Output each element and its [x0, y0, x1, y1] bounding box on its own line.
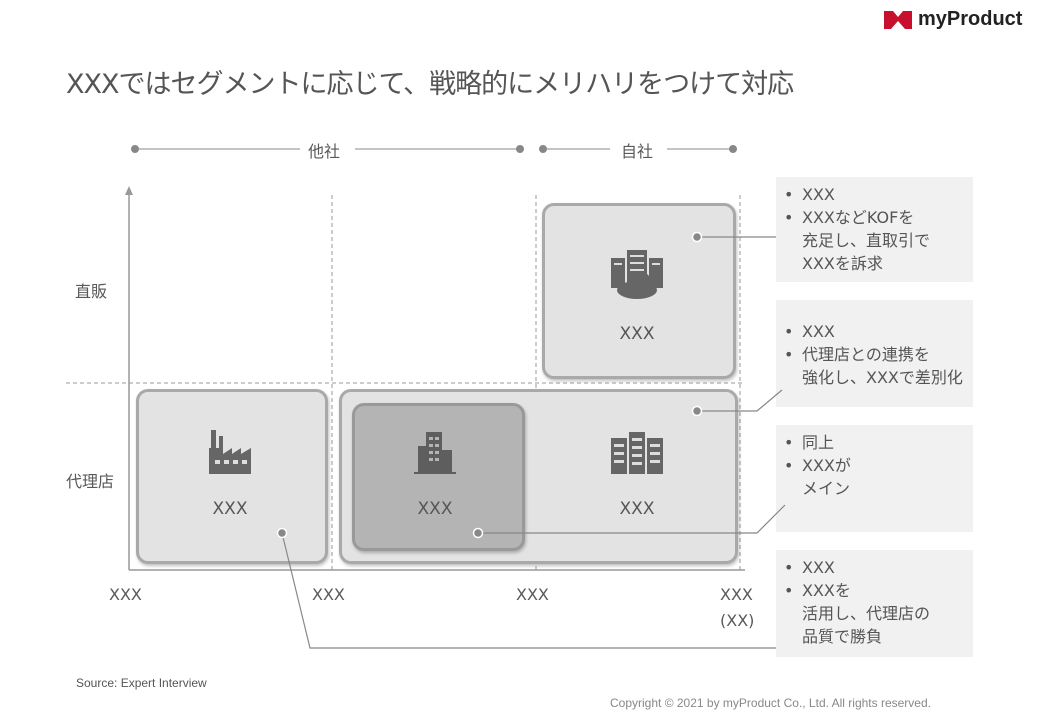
panel-text: XXXなどKOFを	[802, 208, 915, 227]
panel-line: XXXを訴求	[784, 252, 973, 275]
segment-box-agency-others	[136, 389, 328, 564]
panel-line: 活用し、代理店の	[784, 602, 973, 625]
panel-text: XXXを訴求	[802, 254, 883, 273]
bracket-label-own: 自社	[621, 142, 654, 161]
panel-line: • XXXを	[784, 579, 973, 602]
logo-text: myProduct	[918, 8, 1023, 30]
bullet: •	[784, 581, 794, 600]
source-note: Source: Expert Interview	[76, 676, 207, 690]
factory-icon	[209, 430, 251, 474]
panel-line: • XXX	[784, 320, 973, 343]
panel-line: • XXXなどKOFを	[784, 206, 973, 229]
panel-line: 品質で勝負	[784, 625, 973, 648]
panel-line: • XXX	[784, 183, 973, 206]
panel-text: 同上	[802, 433, 835, 452]
segment-box-agency-mid	[352, 403, 525, 551]
callout-panel: • XXX • 代理店との連携を強化し、XXXで差別化	[776, 300, 973, 407]
panel-line: • XXX	[784, 556, 973, 579]
bullet	[784, 477, 802, 500]
data-center-icon	[611, 432, 663, 474]
bullet: •	[784, 456, 794, 475]
panel-line: 充足し、直取引で	[784, 229, 973, 252]
brand-logo: myProduct	[884, 8, 1022, 31]
callout-panel: • XXX • XXXなどKOFを充足し、直取引で XXXを訴求	[776, 177, 973, 282]
x-tick: XXX	[109, 585, 142, 604]
logo-mark-icon	[884, 10, 912, 29]
bullet: •	[784, 185, 794, 204]
box-label: XXX	[212, 499, 248, 519]
office-building-icon	[414, 432, 456, 474]
panel-text: 品質で勝負	[802, 627, 883, 646]
bullet: •	[784, 433, 794, 452]
callout-panel: • 同上 • XXXがメイン	[776, 425, 973, 532]
bullet	[784, 625, 802, 648]
panel-text: XXX	[802, 322, 835, 341]
panel-line: • XXXが	[784, 454, 973, 477]
bullet: •	[784, 322, 794, 341]
bullet: •	[784, 345, 794, 364]
panel-text: 活用し、代理店の	[802, 604, 931, 623]
bullet: •	[784, 558, 794, 577]
panel-text: 充足し、直取引で	[802, 231, 931, 250]
y-label-direct: 直販	[75, 282, 108, 301]
bullet	[784, 366, 802, 389]
bullet	[784, 602, 802, 625]
box-label: XXX	[417, 499, 453, 519]
y-label-agency: 代理店	[66, 472, 115, 491]
box-label: XXX	[619, 324, 655, 344]
panel-text: XXX	[802, 558, 835, 577]
x-tick: XXX	[516, 585, 549, 604]
x-axis-unit: (XX)	[720, 611, 755, 630]
panel-text: 代理店との連携を	[802, 345, 930, 364]
server-cloud-icon	[611, 250, 663, 299]
panel-line: メイン	[784, 477, 973, 500]
panel-text: メイン	[802, 479, 851, 498]
panel-line: 強化し、XXXで差別化	[784, 366, 973, 389]
panel-text: 強化し、XXXで差別化	[802, 368, 963, 387]
page-title: XXXではセグメントに応じて、戦略的にメリハリをつけて対応	[66, 69, 794, 100]
bracket-label-others: 他社	[308, 142, 341, 161]
bullet: •	[784, 208, 794, 227]
segment-box-direct-own	[542, 203, 736, 379]
x-tick: XXX	[720, 585, 753, 604]
x-tick: XXX	[312, 585, 345, 604]
panel-line: • 同上	[784, 431, 973, 454]
box-label: XXX	[619, 499, 655, 519]
panel-text: XXX	[802, 185, 835, 204]
bullet	[784, 252, 802, 275]
panel-text: XXXが	[802, 456, 851, 475]
callout-panel: • XXX • XXXを活用し、代理店の品質で勝負	[776, 550, 973, 657]
panel-line: • 代理店との連携を	[784, 343, 973, 366]
bullet	[784, 229, 802, 252]
panel-text: XXXを	[802, 581, 851, 600]
copyright: Copyright © 2021 by myProduct Co., Ltd. …	[610, 696, 931, 710]
